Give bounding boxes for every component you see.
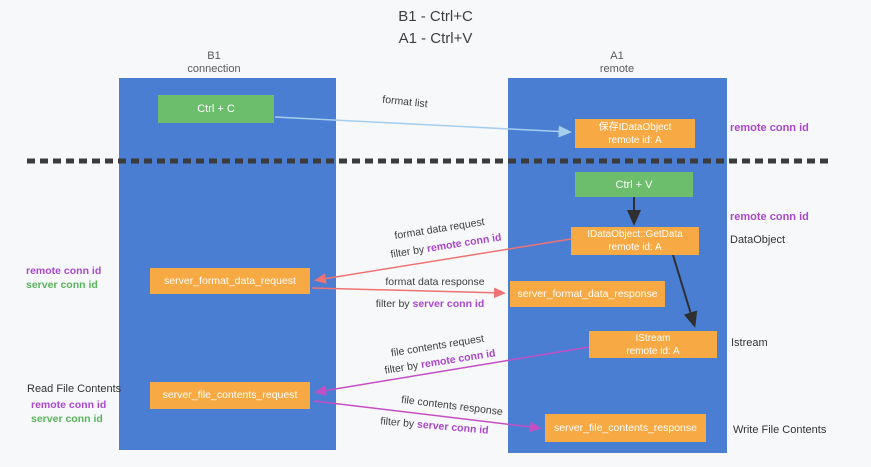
write-file-contents-label: Write File Contents [733,424,827,436]
server-format-data-response-label: server_format_data_response [517,287,658,300]
format-list-label: format list [381,93,429,111]
server-conn-id-text: server conn id [412,298,485,310]
remote-conn-id-label-mid-right: remote conn id [730,211,809,223]
lane-b1-role: connection [187,63,241,75]
title-line-2: A1 - Ctrl+V [398,30,473,47]
save-idataobject-box: 保存IDataObject remote id: A [575,119,695,148]
diagram-title: B1 - Ctrl+C A1 - Ctrl+V [0,6,871,50]
server-file-contents-response-box: server_file_contents_response [545,414,706,442]
save-idataobject-line1: 保存IDataObject [598,121,672,133]
server-conn-id-label-bottom-left: server conn id [31,413,103,425]
format-data-response-filter-label: filter by server conn id [370,298,490,310]
ctrl-v-label: Ctrl + V [615,178,653,191]
lane-header-a1: A1 remote [557,50,677,76]
server-format-data-request-label: server_format_data_request [164,274,296,287]
istream-line1: IStream [635,332,671,344]
read-file-contents-label: Read File Contents [27,383,122,395]
save-idataobject-line2: remote id: A [608,134,662,146]
getdata-line1: IDataObject::GetData [587,229,683,240]
lane-a1-role: remote [599,63,635,75]
server-file-contents-response-label: server_file_contents_response [553,421,697,434]
filter-by-text: filter by [379,415,418,431]
ctrl-c-label: Ctrl + C [197,103,235,115]
lane-header-b1: B1 connection [154,50,274,76]
getdata-line2: remote id: A [608,242,662,253]
remote-conn-id-label-mid-left: remote conn id [26,265,102,277]
istream-line2: remote id: A [626,345,680,357]
dataobject-label: DataObject [730,234,786,246]
lane-a1-name: A1 [610,50,624,62]
ctrl-v-box: Ctrl + V [575,172,693,197]
file-contents-response-label: file contents response [400,393,504,419]
istream-side-label: Istream [731,337,768,349]
remote-conn-id-label-bottom-left: remote conn id [31,399,107,411]
istream-box: IStream remote id: A [589,331,717,358]
server-format-data-request-box: server_format_data_request [150,268,310,294]
filter-by-text: filter by [383,359,422,377]
server-file-contents-request-label: server_file_contents_request [162,389,298,401]
server-conn-id-label-mid-left: server conn id [26,279,98,291]
filter-by-text: filter by [375,298,413,310]
idataobject-getdata-box: IDataObject::GetData remote id: A [571,227,699,255]
remote-conn-id-label-top-right: remote conn id [730,122,809,134]
format-data-response-label: format data response [385,276,485,288]
server-file-contents-request-box: server_file_contents_request [150,382,310,409]
server-conn-id-text: server conn id [416,418,490,437]
file-contents-response-filter-label: filter by server conn id [372,415,498,438]
format-data-response-arrow [311,287,506,299]
server-format-data-response-box: server_format_data_response [510,281,665,307]
filter-by-text: filter by [389,243,428,261]
title-line-1: B1 - Ctrl+C [398,8,473,25]
ctrl-c-box: Ctrl + C [158,95,274,123]
lane-b1-name: B1 [207,50,221,62]
